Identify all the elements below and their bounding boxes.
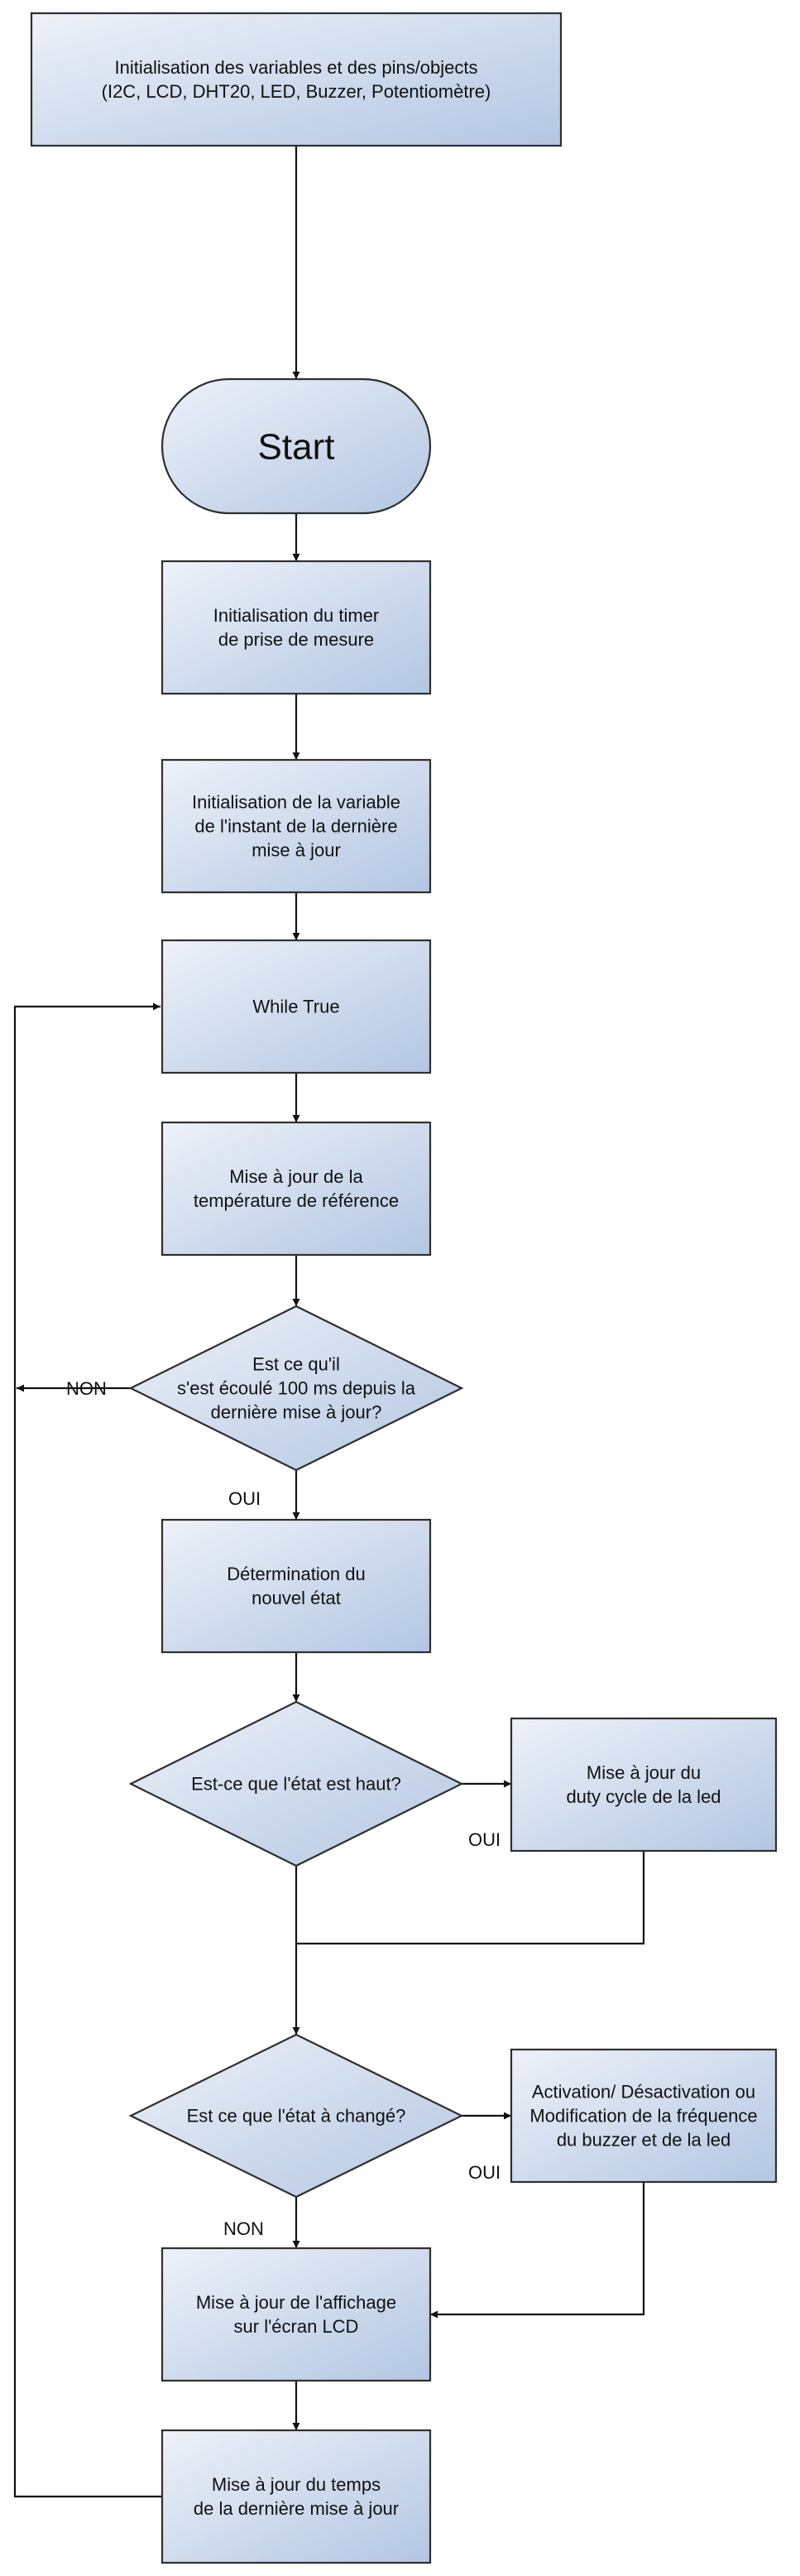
node-init-text: Initialisation des variables et des pins… <box>102 57 491 102</box>
d2-line: Est-ce que l'état est haut? <box>191 1774 401 1795</box>
duty-line: Mise à jour du <box>587 1762 701 1783</box>
edge-duty-merge <box>296 1851 645 1945</box>
var-line: Initialisation de la variable <box>192 792 400 813</box>
act-line: Activation/ Désactivation ou <box>532 2082 755 2103</box>
ref-line: température de référence <box>194 1190 399 1211</box>
lcd-line: sur l'écran LCD <box>234 2316 359 2337</box>
node-act-text: Activation/ Désactivation ou Modification… <box>529 2082 757 2151</box>
node-loop: While True <box>160 939 432 1074</box>
node-duty-text: Mise à jour du duty cycle de la led <box>566 1762 721 1807</box>
edges <box>13 146 645 2498</box>
node-lcd-text: Mise à jour de l'affichage sur l'écran LC… <box>196 2292 396 2337</box>
node-timer: Initialisation du timer de prise de mesur… <box>160 560 432 695</box>
node-var-text: Initialisation de la variable de l'instan… <box>192 792 400 861</box>
d1-line: s'est écoulé 100 ms depuis la <box>177 1378 416 1399</box>
node-state: Détermination du nouvel état <box>160 1518 432 1654</box>
node-timer-text: Initialisation du timer de prise de mesur… <box>213 605 380 650</box>
act-line: du buzzer et de la led <box>557 2130 731 2151</box>
node-start-text: Start <box>258 426 335 467</box>
node-d1: Est ce qu'il s'est écoulé 100 ms depuis l… <box>128 1305 464 1472</box>
edge-loop-back <box>13 1002 162 2498</box>
node-state-text: Détermination du nouvel état <box>227 1564 366 1608</box>
label-d3-non: NON <box>223 2218 264 2239</box>
timer-line: Initialisation du timer <box>213 605 380 626</box>
lcd-line: Mise à jour de l'affichage <box>196 2292 396 2313</box>
act-line: Modification de la fréquence <box>529 2106 757 2127</box>
loop-line: While True <box>252 997 339 1017</box>
node-d3-text: Est ce que l'état à changé? <box>187 2106 406 2127</box>
timer-line: de prise de mesure <box>218 629 374 650</box>
node-d2: Est-ce que l'état est haut? <box>128 1700 464 1867</box>
var-line: mise à jour <box>251 840 341 861</box>
label-d1-oui: OUI <box>228 1488 261 1509</box>
node-loop-text: While True <box>252 997 339 1017</box>
node-ref-text: Mise à jour de la température de référenc… <box>194 1166 399 1211</box>
var-line: de l'instant de la dernière <box>194 816 397 837</box>
init-line: (I2C, LCD, DHT20, LED, Buzzer, Potentiom… <box>102 81 491 102</box>
start-line: Start <box>258 426 335 467</box>
label-d3-oui: OUI <box>468 2162 501 2183</box>
node-duty: Mise à jour du duty cycle de la led <box>510 1717 778 1853</box>
edge-act-lcd <box>430 2182 645 2319</box>
node-ref: Mise à jour de la température de référenc… <box>160 1121 432 1257</box>
d1-line: dernière mise à jour? <box>211 1402 382 1423</box>
node-d2-text: Est-ce que l'état est haut? <box>191 1774 401 1795</box>
node-act: Activation/ Désactivation ou Modification… <box>510 2048 778 2184</box>
duty-line: duty cycle de la led <box>566 1786 721 1807</box>
node-d3: Est ce que l'état à changé? <box>128 2033 464 2199</box>
node-d1-text: Est ce qu'il s'est écoulé 100 ms depuis l… <box>177 1354 416 1423</box>
nodes: Initialisation des variables et des pins… <box>30 12 778 2564</box>
node-init: Initialisation des variables et des pins… <box>30 12 563 147</box>
last-line: de la dernière mise à jour <box>194 2498 399 2519</box>
state-line: Détermination du <box>227 1564 366 1584</box>
d3-line: Est ce que l'état à changé? <box>187 2106 406 2127</box>
last-line: Mise à jour du temps <box>212 2474 381 2495</box>
node-lcd: Mise à jour de l'affichage sur l'écran LC… <box>160 2247 432 2382</box>
state-line: nouvel état <box>251 1588 341 1608</box>
node-last: Mise à jour du temps de la dernière mise … <box>160 2429 432 2564</box>
ref-line: Mise à jour de la <box>229 1166 363 1187</box>
d1-line: Est ce qu'il <box>252 1354 340 1375</box>
edge-labels: NON OUI OUI OUI NON <box>66 1378 501 2239</box>
init-line: Initialisation des variables et des pins… <box>114 57 477 78</box>
label-d2-oui: OUI <box>468 1829 501 1850</box>
node-var: Initialisation de la variable de l'instan… <box>160 758 432 894</box>
label-d1-non: NON <box>66 1378 107 1399</box>
node-start: Start <box>160 377 432 515</box>
node-last-text: Mise à jour du temps de la dernière mise … <box>194 2474 399 2519</box>
